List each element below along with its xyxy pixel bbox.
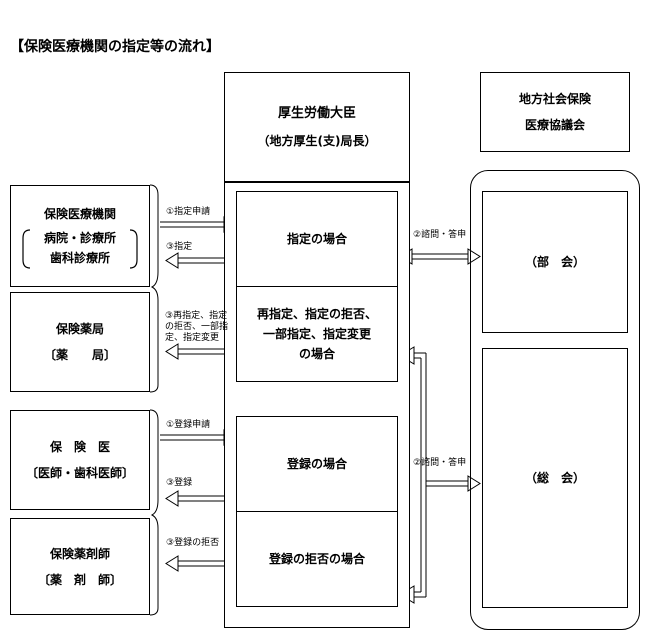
- left-brace-bottom: [149, 409, 159, 616]
- label-redesignation-line2: の拒否、一部指: [165, 322, 229, 332]
- case-redesignation: 再指定、指定の拒否、 一部指定、指定変更 の場合: [236, 286, 398, 382]
- case-designation-label: 指定の場合: [286, 232, 347, 246]
- label-designation: ③指定: [166, 242, 193, 252]
- doctor-line1: 保 険 医: [49, 440, 110, 454]
- minister-box: 厚生労働大臣 （地方厚生(支)局長）: [224, 72, 410, 182]
- hospital-bracket-group: 病院・診療所 歯科診療所: [20, 228, 140, 269]
- label-refusal: ③登録の拒否: [166, 538, 220, 548]
- round-bracket-icon: [22, 229, 138, 269]
- council-line1: 地方社会保険: [518, 92, 591, 106]
- case-redesignation-line1: 再指定、指定の拒否、: [256, 307, 377, 321]
- label-redesignation-line3: 定、指定変更: [165, 333, 220, 343]
- box-pharmacist: 保険薬剤師 〔薬 剤 師〕: [10, 518, 150, 615]
- hospital-line1: 保険医療機関: [43, 207, 116, 221]
- box-hospital: 保険医療機関 病院・診療所 歯科診療所: [10, 185, 150, 287]
- pharmacy-line1: 保険薬局: [55, 322, 104, 336]
- doctor-line2: 〔医師・歯科医師〕: [25, 466, 134, 480]
- case-registration: 登録の場合: [236, 416, 398, 512]
- label-apply-registration: ①登録申請: [166, 420, 211, 430]
- council-sokai-label: （総 会）: [524, 471, 585, 485]
- label-consult-top: ②諮問・答申: [413, 230, 467, 240]
- arrow-consult-top: [399, 248, 481, 265]
- council-bukai: （部 会）: [482, 191, 628, 333]
- case-designation: 指定の場合: [236, 191, 398, 287]
- box-pharmacy: 保険薬局 〔薬 局〕: [10, 292, 150, 392]
- label-apply-designation: ①指定申請: [166, 207, 211, 217]
- case-redesignation-line3: の場合: [298, 347, 335, 361]
- hospital-line3: 歯科診療所: [49, 251, 110, 265]
- pharmacist-line1: 保険薬剤師: [49, 546, 110, 561]
- council-box: 地方社会保険 医療協議会: [480, 72, 630, 152]
- box-doctor: 保 険 医 〔医師・歯科医師〕: [10, 410, 150, 510]
- case-refusal: 登録の拒否の場合: [236, 511, 398, 607]
- council-group: [470, 170, 640, 630]
- case-refusal-label: 登録の拒否の場合: [268, 552, 365, 566]
- case-redesignation-line2: 一部指定、指定変更: [262, 327, 371, 341]
- label-redesignation: ③再指定、指定 の拒否、一部指 定、指定変更: [165, 311, 228, 344]
- label-registration: ③登録: [166, 478, 193, 488]
- left-brace-top: [149, 184, 159, 393]
- minister-name: 厚生労働大臣: [277, 105, 356, 121]
- hospital-line2: 病院・診療所: [43, 231, 116, 245]
- council-line2: 医療協議会: [524, 118, 585, 132]
- pharmacy-line2: 〔薬 局〕: [43, 348, 116, 362]
- council-sokai: （総 会）: [482, 348, 628, 608]
- page-title: 【保険医療機関の指定等の流れ】: [10, 39, 220, 55]
- pharmacist-line2: 〔薬 剤 師〕: [37, 572, 122, 587]
- minister-sub: （地方厚生(支)局長）: [257, 133, 377, 148]
- council-bukai-label: （部 会）: [524, 255, 585, 269]
- label-consult-bottom: ②諮問・答申: [413, 458, 467, 468]
- case-registration-label: 登録の場合: [286, 457, 347, 471]
- label-redesignation-line1: ③再指定、指定: [165, 311, 228, 321]
- arrow-consult-loop: [399, 346, 481, 604]
